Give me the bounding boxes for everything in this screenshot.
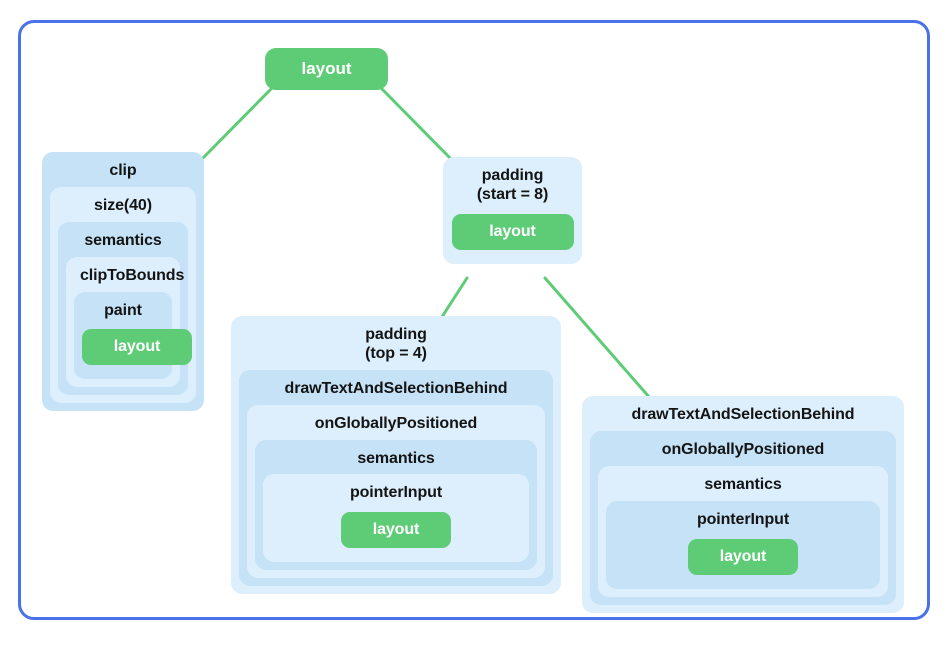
node-semantics[interactable]: semantics clipToBounds paint layout (58, 221, 192, 396)
node-label-paint: paint (104, 301, 142, 319)
node-label-padding-start: padding (start = 8) (476, 167, 549, 203)
node-label-pointerinput-right: pointerInput (696, 510, 790, 528)
node-root-layout[interactable]: layout (265, 48, 388, 90)
node-leaf-layout-middle[interactable]: layout (341, 512, 451, 549)
node-leaf-layout-right[interactable]: layout (688, 538, 798, 575)
node-semantics-right[interactable]: semantics pointerInput layout (598, 465, 888, 597)
diagram-frame (18, 20, 930, 620)
node-ongloballypositioned-right[interactable]: onGloballyPositioned semantics pointerIn… (590, 430, 896, 605)
node-clip[interactable]: clip size(40) semantics clipToBounds pai… (42, 152, 204, 412)
node-pointerinput-right[interactable]: pointerInput layout (606, 500, 880, 589)
node-label-size40: size(40) (94, 196, 152, 214)
node-label-semantics: semantics (84, 231, 162, 249)
node-drawtext-middle[interactable]: drawTextAndSelectionBehind onGloballyPos… (239, 369, 553, 587)
node-label-drawtext-middle: drawTextAndSelectionBehind (284, 379, 508, 397)
node-cliptobounds[interactable]: clipToBounds paint layout (66, 256, 192, 388)
node-size40[interactable]: size(40) semantics clipToBounds paint la… (50, 186, 196, 404)
node-ongloballypositioned-middle[interactable]: onGloballyPositioned semantics pointerIn… (247, 404, 545, 579)
node-padding-top[interactable]: padding (top = 4) drawTextAndSelectionBe… (231, 316, 561, 595)
node-semantics-middle[interactable]: semantics pointerInput layout (255, 439, 537, 571)
node-label-padding-top: padding (top = 4) (365, 326, 427, 362)
node-label-drawtext-right: drawTextAndSelectionBehind (631, 406, 855, 423)
node-leaf-layout-padding-start[interactable]: layout (451, 213, 574, 250)
node-label-pointerinput-middle: pointerInput (349, 484, 443, 502)
node-paint[interactable]: paint layout (74, 291, 192, 380)
node-label-ongloballypositioned-right: onGloballyPositioned (661, 440, 825, 458)
node-label-clip: clip (109, 162, 137, 179)
node-label-cliptobounds: clipToBounds (80, 266, 185, 284)
node-leaf-layout-clip[interactable]: layout (82, 329, 192, 366)
node-label-ongloballypositioned-middle: onGloballyPositioned (314, 414, 478, 432)
node-label-semantics-right: semantics (704, 475, 782, 493)
node-pointerinput-middle[interactable]: pointerInput layout (263, 474, 529, 563)
node-drawtext-right[interactable]: drawTextAndSelectionBehind onGloballyPos… (582, 396, 904, 613)
node-label-semantics-middle: semantics (357, 449, 435, 467)
node-padding-start[interactable]: padding (start = 8) layout (443, 157, 582, 264)
